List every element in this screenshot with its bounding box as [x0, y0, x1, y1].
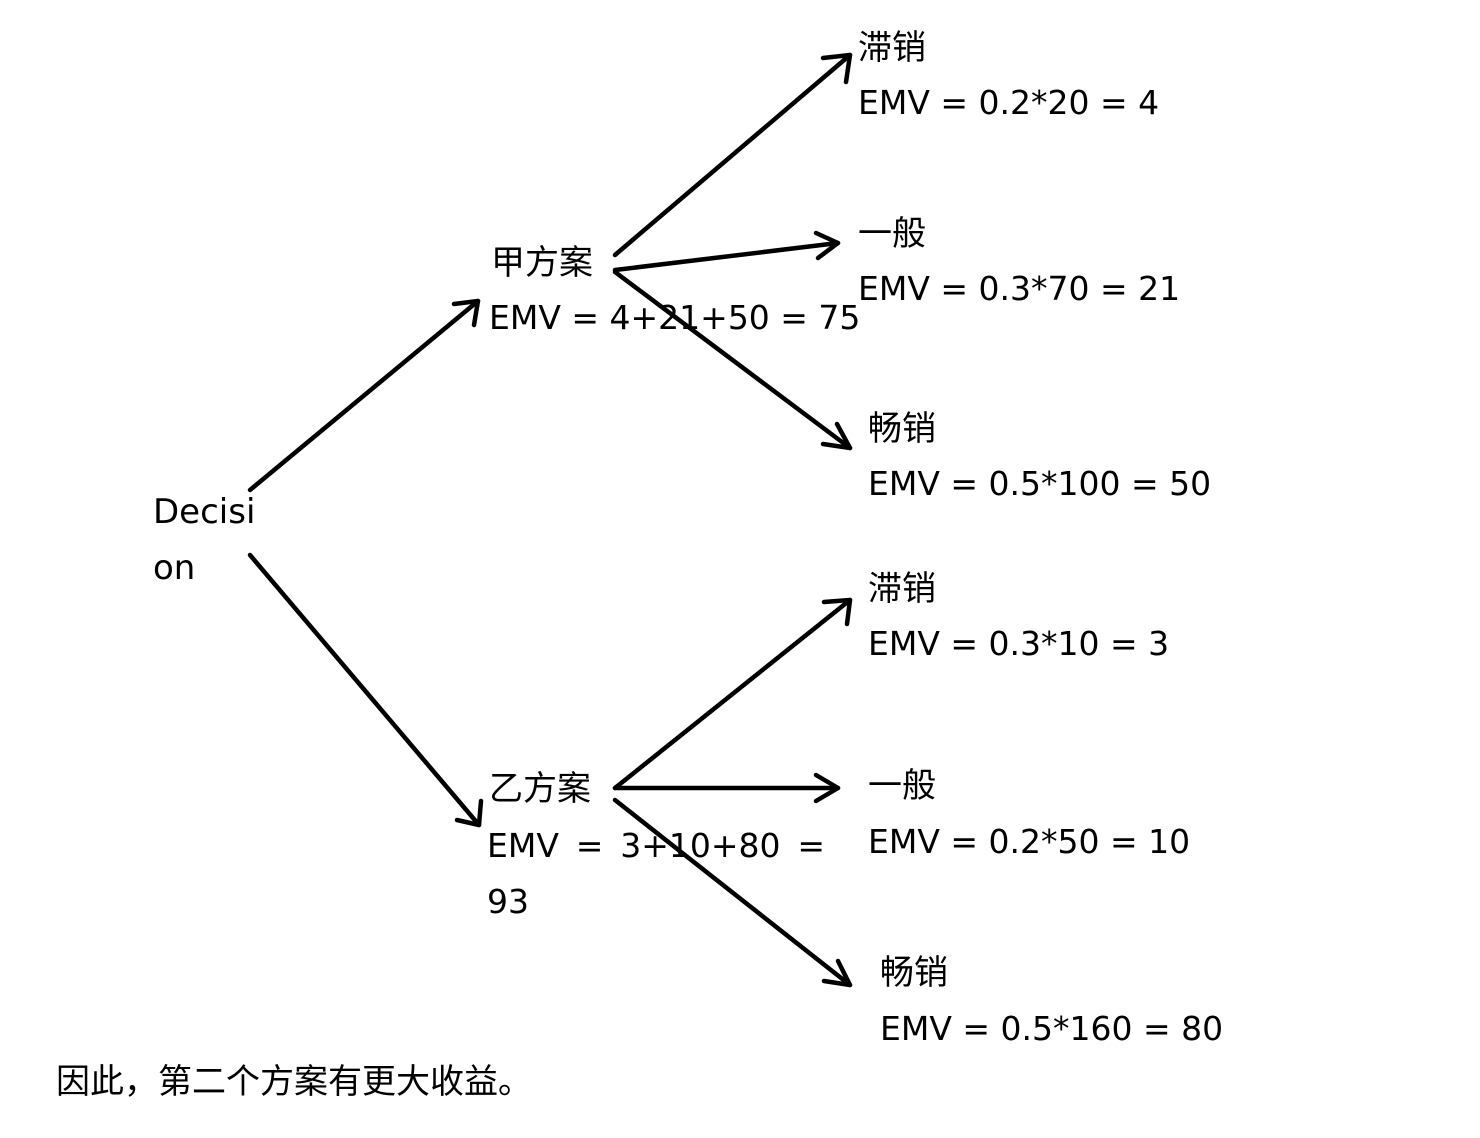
arrow-root-to-option-a — [247, 298, 481, 493]
arrow-option-a-to-outcome-3 — [612, 269, 853, 451]
arrow-root-to-option-b — [247, 552, 484, 828]
option-b-name: 乙方案 — [489, 769, 591, 809]
arrow-option-a-to-outcome-2 — [612, 230, 841, 273]
option-a-outcome-2-name: 一般 — [858, 214, 926, 254]
arrow-option-b-to-outcome-1 — [612, 597, 853, 791]
option-b-outcome-3-emv: EMV = 0.5*160 = 80 — [880, 1009, 1224, 1048]
option-a-name: 甲方案 — [491, 243, 593, 283]
option-a-outcome-3-name: 畅销 — [868, 409, 936, 449]
conclusion-text: 因此，第二个方案有更大收益。 — [56, 1062, 532, 1102]
option-a-outcome-2-emv: EMV = 0.3*70 = 21 — [858, 269, 1181, 308]
option-a-outcome-3-emv: EMV = 0.5*100 = 50 — [868, 464, 1212, 503]
option-b-outcome-1-name: 滞销 — [868, 569, 936, 609]
option-b-outcome-2-emv: EMV = 0.2*50 = 10 — [868, 822, 1191, 861]
option-b-outcome-1-emv: EMV = 0.3*10 = 3 — [868, 624, 1170, 663]
option-a-outcome-1-name: 滞销 — [858, 28, 926, 68]
option-a-outcome-1-emv: EMV = 0.2*20 = 4 — [858, 83, 1160, 122]
arrow-option-a-to-outcome-1 — [612, 52, 853, 258]
root-node-label: Decision — [153, 492, 256, 588]
option-b-outcome-3-name: 畅销 — [880, 953, 948, 993]
option-b-outcome-2-name: 一般 — [868, 766, 936, 806]
option-b-emv: EMV = 3+10+80 = 93 — [487, 826, 825, 921]
arrow-option-b-to-outcome-2 — [612, 772, 841, 804]
option-a-emv: EMV = 4+21+50 = 75 — [489, 298, 861, 337]
arrow-option-b-to-outcome-3 — [612, 797, 853, 988]
